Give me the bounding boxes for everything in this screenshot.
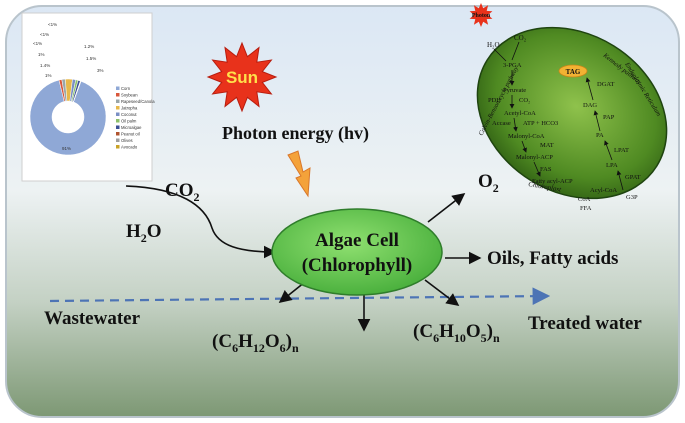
pathway-pdh: PDH <box>488 97 501 104</box>
donut-label: <1% <box>48 22 57 27</box>
glucose-output-label: (C6H12O6)n <box>212 331 299 355</box>
pathway-pyruvate: Pyruvate <box>503 87 526 94</box>
o2-arrow <box>427 193 466 223</box>
pathway-line-9 <box>616 170 624 191</box>
algae-cell-label: Algae Cell <box>315 230 399 251</box>
pathway-3pga: 3-PGA <box>503 62 522 69</box>
sun-icon <box>206 41 278 113</box>
pathway-co2b: CO₂ <box>519 97 530 104</box>
donut-label: 3% <box>97 68 104 73</box>
legend-entry: Oil palm <box>121 119 137 124</box>
chloroplast-pathway-inset: Photon H₂O CO₂ 3-PGA Pyruvate PDH CO₂ Ac… <box>469 3 668 212</box>
donut-label: 1% <box>45 73 52 78</box>
donut-label: 1.4% <box>40 63 50 68</box>
pathway-line-3 <box>513 117 518 132</box>
co2-input-label: CO2 <box>165 180 200 204</box>
donut-label: 1.2% <box>84 44 94 49</box>
legend-entry: Coconut <box>121 112 137 117</box>
legend-entry: Rapeseed/Canola <box>121 99 155 104</box>
h2o-input-label: H2O <box>126 221 162 245</box>
donut-label: <1% <box>33 41 42 46</box>
donut-label: <1% <box>40 32 49 37</box>
pathway-h2o: H₂O <box>487 41 500 49</box>
pathway-co2: CO₂ <box>514 34 527 42</box>
legend-entry: Olives <box>121 138 133 143</box>
sun-starburst: Sun <box>206 41 278 113</box>
donut-labels: 91% 1.2% 1.5% 3% 1.4% 1% 1% <1% <1% <1% <box>33 22 104 151</box>
pathway-pap: PAP <box>603 114 615 121</box>
legend-swatch <box>116 125 120 129</box>
pathway-dag: DAG <box>583 102 597 109</box>
pathway-line-8 <box>604 140 613 161</box>
pathway-lpat: LPAT <box>614 147 629 154</box>
pathway-lpa: LPA <box>606 162 618 169</box>
pathway-line-4 <box>521 140 527 153</box>
legend-entry: Soybean <box>121 93 138 98</box>
legend-entry: Peanut oil <box>121 132 140 137</box>
sun-label: Sun <box>226 68 258 87</box>
legend-swatch <box>116 145 120 149</box>
legend-entry: Avocado <box>121 145 138 150</box>
photon-energy-label: Photon energy (hv) <box>222 123 369 144</box>
donut-label: 1% <box>38 52 45 57</box>
pathway-ffa: FFA <box>580 205 592 212</box>
pathway-line-6 <box>585 77 594 101</box>
pathway-gpat: GPAT <box>625 174 641 181</box>
donut-label: 1.5% <box>86 56 96 61</box>
tag-pill <box>558 64 588 78</box>
pathway-accase: Accase <box>492 120 511 127</box>
legend-swatch <box>116 106 120 110</box>
lightning-bolt-icon <box>287 150 311 198</box>
wastewater-label: Wastewater <box>44 308 141 329</box>
pathway-coa: CoA <box>578 196 591 203</box>
pathway-pa: PA <box>596 132 604 139</box>
pathway-dgat: DGAT <box>597 81 614 88</box>
pathway-fattyacp: Fatty acyl-ACP <box>532 178 573 185</box>
legend-swatch <box>116 112 120 116</box>
oils-output-label: Oils, Fatty acids <box>487 248 618 269</box>
pathway-malonylcoa: Malonyl-CoA <box>508 133 545 140</box>
legend-swatch <box>116 119 120 123</box>
legend-swatch <box>116 132 120 136</box>
photon-icon <box>469 3 493 27</box>
pathway-line-5 <box>533 161 541 177</box>
treated-water-label: Treated water <box>528 313 642 334</box>
pathway-co2-line <box>511 41 520 61</box>
pathway-acylcoa: Acyl-CoA <box>590 187 617 194</box>
chlorophyll-label: (Chlorophyll) <box>302 255 413 276</box>
legend-swatch <box>116 86 120 90</box>
chloroplast-shape <box>476 26 668 200</box>
o2-output-label: O2 <box>478 171 499 195</box>
donut-slice-corn <box>29 79 107 156</box>
donut-legend: CornSoybeanRapeseed/CanolaJatrophaCoconu… <box>116 86 155 150</box>
pathway-fas: FAS <box>540 166 552 173</box>
pathway-mat: MAT <box>540 142 554 149</box>
legend-swatch <box>116 99 120 103</box>
pathway-g3p: G3P <box>626 194 638 201</box>
donut-slice-avocado <box>73 80 82 103</box>
water-flow-line <box>49 287 551 305</box>
pathway-tag: TAG <box>566 68 581 76</box>
cellulose-output-label: (C6H10O5)n <box>413 321 500 345</box>
algae-cell <box>271 208 443 296</box>
donut-chart-inset: 91% 1.2% 1.5% 3% 1.4% 1% 1% <1% <1% <1% CornSoybe… <box>21 12 155 182</box>
donut-chart <box>29 78 107 156</box>
pathway-atp: ATP + HCO3 <box>523 120 558 127</box>
pathway-acetylcoa: Acetyl-CoA <box>504 110 536 117</box>
legend-swatch <box>116 93 120 97</box>
pathway-photon-label: Photon <box>472 13 491 19</box>
cellulose-arrow <box>424 279 460 306</box>
pathway-h2o-line <box>493 48 507 62</box>
legend-entry: Jatropha <box>121 106 138 111</box>
pathway-line-7 <box>593 110 601 132</box>
legend-entry: Corn <box>121 86 131 91</box>
input-arrow <box>125 185 277 259</box>
legend-swatch <box>116 138 120 142</box>
pathway-malonylacp: Malonyl-ACP <box>516 154 553 161</box>
donut-label: 91% <box>62 146 71 151</box>
legend-entry: Microalgae <box>121 125 142 130</box>
